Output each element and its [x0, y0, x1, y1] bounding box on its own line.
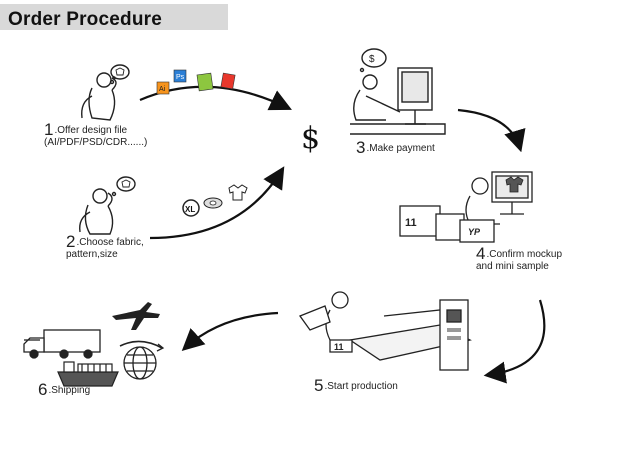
step-4-number: 4 — [476, 244, 486, 263]
step-2-number: 2 — [66, 232, 76, 251]
corel-icon — [196, 72, 214, 92]
step-1-subtext: (AI/PDF/PSD/CDR......) — [44, 137, 148, 148]
step-3-text: .Make payment — [366, 143, 435, 154]
person-mockup-review-icon: 11 YP — [399, 171, 533, 243]
arrow-step2-to-payment — [149, 166, 285, 240]
arrow-production-to-shipping — [181, 311, 279, 351]
svg-text:YP: YP — [468, 227, 481, 237]
pdf-icon — [220, 72, 236, 90]
step-4-label: 4.Confirm mockup and mini sample — [476, 245, 563, 273]
step-6-number: 6 — [38, 380, 48, 399]
dollar-sign-icon: $ — [301, 121, 320, 156]
page-title: Order Procedure — [8, 9, 162, 30]
svg-text:11: 11 — [334, 342, 344, 352]
step-6-label: 6.Shipping — [38, 381, 91, 398]
step-6-text: .Shipping — [48, 385, 91, 396]
person-computer-payment-icon: $ — [350, 48, 446, 135]
step-5-number: 5 — [314, 376, 324, 395]
svg-text:$: $ — [369, 54, 375, 65]
person-thinking-icon — [81, 64, 130, 121]
person-choosing-icon — [79, 176, 136, 235]
arrow-payment-to-mockup — [457, 108, 526, 153]
step-3-label: 3.Make payment — [356, 139, 435, 156]
airplane-icon — [112, 302, 160, 330]
svg-text:XL: XL — [185, 205, 195, 214]
step-2-subtext: pattern,size — [66, 249, 118, 260]
svg-text:11: 11 — [405, 217, 417, 229]
step-2-text: .Choose fabric, — [76, 237, 144, 248]
step-1-text: .Offer design file — [54, 125, 128, 136]
step-4-text: .Confirm mockup — [486, 249, 563, 260]
step-2-label: 2.Choose fabric, pattern,size — [66, 233, 144, 261]
production-machine-icon: 11 — [298, 291, 472, 371]
step-5-label: 5.Start production — [314, 377, 398, 394]
photoshop-icon: Ps — [173, 69, 187, 83]
fabric-roll-icon — [203, 197, 223, 209]
step-5-text: .Start production — [324, 381, 398, 392]
step-1-number: 1 — [44, 120, 54, 139]
illustrator-icon: Ai — [156, 81, 170, 95]
step-1-label: 1.Offer design file (AI/PDF/PSD/CDR.....… — [44, 121, 148, 149]
svg-text:Ai: Ai — [159, 86, 166, 93]
tshirt-small-icon — [228, 184, 248, 201]
truck-icon — [23, 329, 101, 359]
arrow-mockup-to-production — [483, 299, 546, 384]
cargo-ship-icon — [57, 361, 119, 387]
size-badge-icon: XL — [182, 199, 200, 217]
svg-text:Ps: Ps — [176, 74, 185, 81]
step-4-subtext: and mini sample — [476, 261, 549, 272]
globe-icon — [119, 340, 165, 380]
step-3-number: 3 — [356, 138, 366, 157]
header-bar: Order Procedure — [0, 4, 228, 30]
